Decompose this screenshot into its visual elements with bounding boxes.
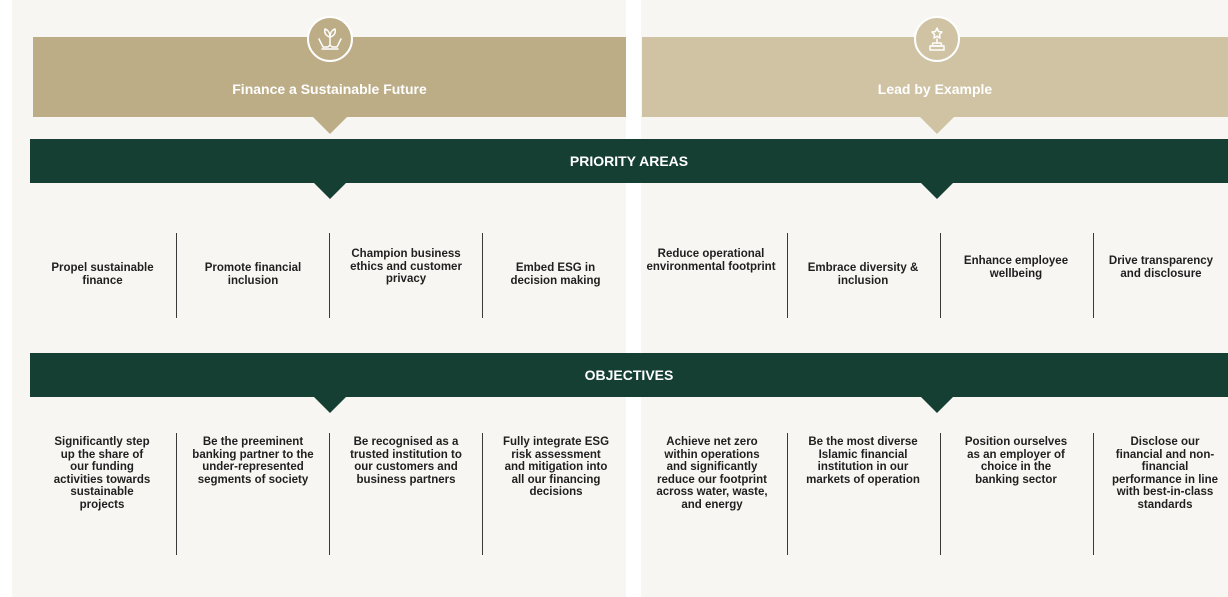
priority-areas-band: PRIORITY AREAS xyxy=(30,139,1228,183)
column-divider xyxy=(787,233,788,318)
column-divider xyxy=(329,233,330,318)
column-divider xyxy=(329,433,330,555)
column-divider xyxy=(1093,233,1094,318)
pillar-label: Lead by Example xyxy=(877,81,993,97)
hands-plant-icon xyxy=(307,16,353,62)
column-divider xyxy=(176,233,177,318)
objective-item: Achieve net zero within operations and s… xyxy=(656,436,768,511)
objective-item: Significantly step up the share of our f… xyxy=(53,436,151,511)
column-divider xyxy=(482,433,483,555)
column-divider xyxy=(940,233,941,318)
band-pointer xyxy=(921,183,953,199)
band-pointer xyxy=(314,183,346,199)
pillar-label: Finance a Sustainable Future xyxy=(232,81,427,97)
band-pointer xyxy=(921,397,953,413)
objective-item: Disclose our financial and non-financial… xyxy=(1111,436,1219,511)
priority-area-item: Propel sustainable finance xyxy=(51,262,154,287)
priority-area-item: Champion business ethics and customer pr… xyxy=(350,248,462,285)
objective-item: Be the most diverse Islamic financial in… xyxy=(806,436,920,486)
objective-item: Position ourselves as an employer of cho… xyxy=(964,436,1068,486)
objectives-band: OBJECTIVES xyxy=(30,353,1228,397)
priority-areas-title: PRIORITY AREAS xyxy=(569,153,689,169)
priority-area-item: Enhance employee wellbeing xyxy=(963,255,1069,280)
column-divider xyxy=(1093,433,1094,555)
objective-item: Be the preeminent banking partner to the… xyxy=(192,436,314,486)
pillar-pointer xyxy=(920,117,954,134)
column-divider xyxy=(940,433,941,555)
priority-area-item: Embed ESG in decision making xyxy=(510,262,601,287)
pillar-pointer xyxy=(313,117,347,134)
column-divider xyxy=(787,433,788,555)
trophy-icon xyxy=(914,16,960,62)
priority-area-item: Drive transparency and disclosure xyxy=(1108,255,1214,280)
objective-item: Fully integrate ESG risk assessment and … xyxy=(502,436,610,498)
column-divider xyxy=(176,433,177,555)
column-divider xyxy=(482,233,483,318)
objectives-title: OBJECTIVES xyxy=(584,367,674,383)
objective-item: Be recognised as a trusted institution t… xyxy=(350,436,462,486)
priority-area-item: Promote financial inclusion xyxy=(204,262,302,287)
priority-area-item: Reduce operational environmental footpri… xyxy=(646,248,776,273)
band-pointer xyxy=(314,397,346,413)
priority-area-item: Embrace diversity & inclusion xyxy=(807,262,919,287)
